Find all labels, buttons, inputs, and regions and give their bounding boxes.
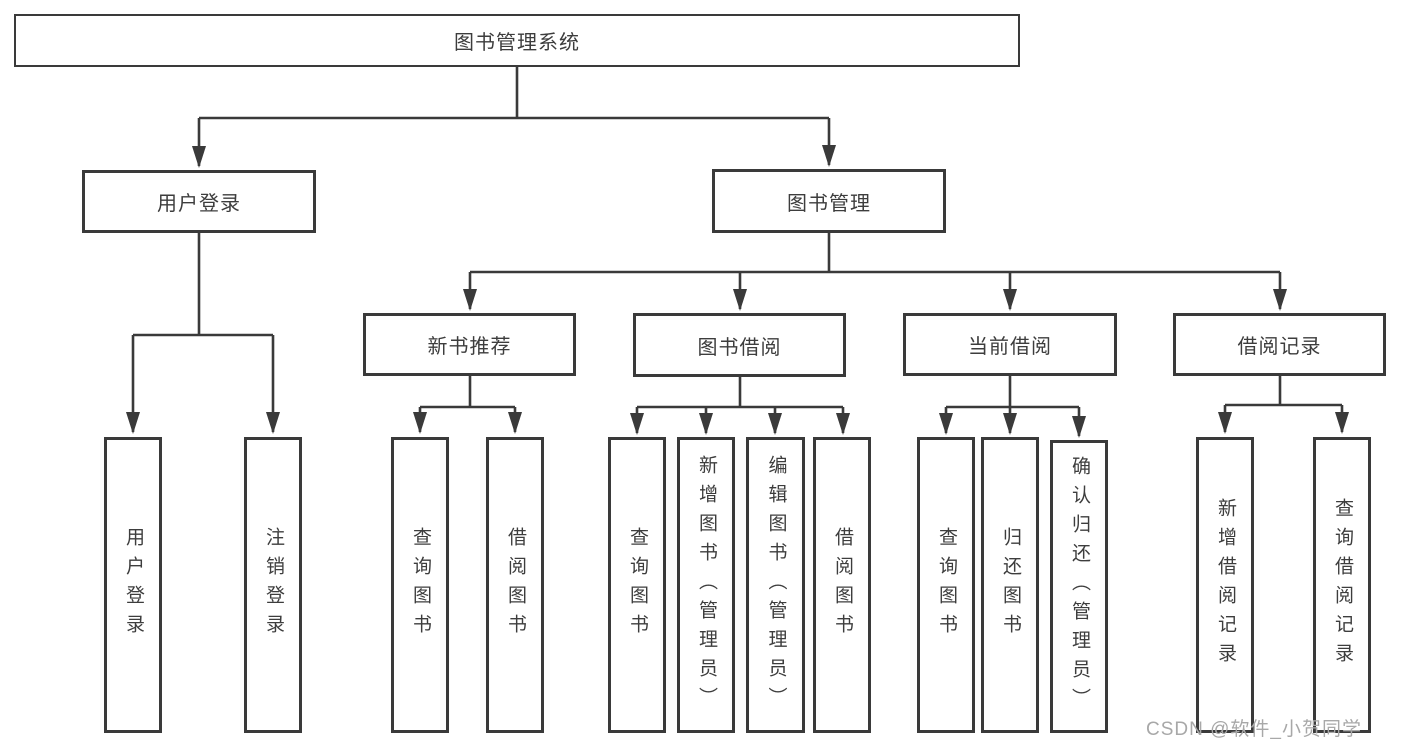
leaf-edit-books: 编辑图书（管理员） xyxy=(746,437,805,733)
leaf-confirm-return-label: 确认归还（管理员） xyxy=(1068,456,1090,717)
leaf-logout-label: 注销登录 xyxy=(262,527,284,643)
csdn-watermark: CSDN @软件_小贺同学 xyxy=(1146,719,1362,740)
leaf-query-books-b: 查询图书 xyxy=(608,437,666,733)
leaf-query-books-c-label: 查询图书 xyxy=(935,527,957,643)
leaf-return-books: 归还图书 xyxy=(981,437,1039,733)
leaf-add-books-label: 新增图书（管理员） xyxy=(695,454,717,716)
leaf-edit-books-label: 编辑图书（管理员） xyxy=(765,454,787,716)
leaf-add-borrow-record: 新增借阅记录 xyxy=(1196,437,1254,733)
leaf-borrow-books-a: 借阅图书 xyxy=(486,437,544,733)
node-book-borrow: 图书借阅 xyxy=(633,313,846,377)
node-user-login-label: 用户登录 xyxy=(157,193,241,215)
leaf-query-books-b-label: 查询图书 xyxy=(626,527,648,643)
node-root-label: 图书管理系统 xyxy=(454,32,580,54)
leaf-return-books-label: 归还图书 xyxy=(999,527,1021,643)
node-borrow-records: 借阅记录 xyxy=(1173,313,1386,376)
node-new-book-recommend: 新书推荐 xyxy=(363,313,576,376)
leaf-add-books: 新增图书（管理员） xyxy=(677,437,735,733)
node-book-management: 图书管理 xyxy=(712,169,946,233)
node-current-borrow-label: 当前借阅 xyxy=(968,336,1052,358)
node-book-borrow-label: 图书借阅 xyxy=(697,336,782,359)
node-book-management-label: 图书管理 xyxy=(787,192,871,215)
node-current-borrow: 当前借阅 xyxy=(903,313,1117,376)
leaf-query-books-c: 查询图书 xyxy=(917,437,975,733)
node-user-login: 用户登录 xyxy=(82,170,316,233)
leaf-query-books-a-label: 查询图书 xyxy=(409,527,431,643)
leaf-query-borrow-record-label: 查询借阅记录 xyxy=(1331,498,1353,672)
leaf-logout: 注销登录 xyxy=(244,437,302,733)
leaf-user-login: 用户登录 xyxy=(104,437,162,733)
leaf-borrow-books-b-label: 借阅图书 xyxy=(831,527,853,643)
leaf-borrow-books-a-label: 借阅图书 xyxy=(504,527,526,643)
node-root: 图书管理系统 xyxy=(14,14,1020,67)
node-borrow-records-label: 借阅记录 xyxy=(1237,336,1322,358)
leaf-user-login-label: 用户登录 xyxy=(122,527,144,643)
leaf-query-books-a: 查询图书 xyxy=(391,437,449,733)
leaf-borrow-books-b: 借阅图书 xyxy=(813,437,871,733)
leaf-confirm-return: 确认归还（管理员） xyxy=(1050,440,1108,733)
leaf-query-borrow-record: 查询借阅记录 xyxy=(1313,437,1371,733)
node-new-book-recommend-label: 新书推荐 xyxy=(427,336,512,358)
leaf-add-borrow-record-label: 新增借阅记录 xyxy=(1214,498,1236,672)
